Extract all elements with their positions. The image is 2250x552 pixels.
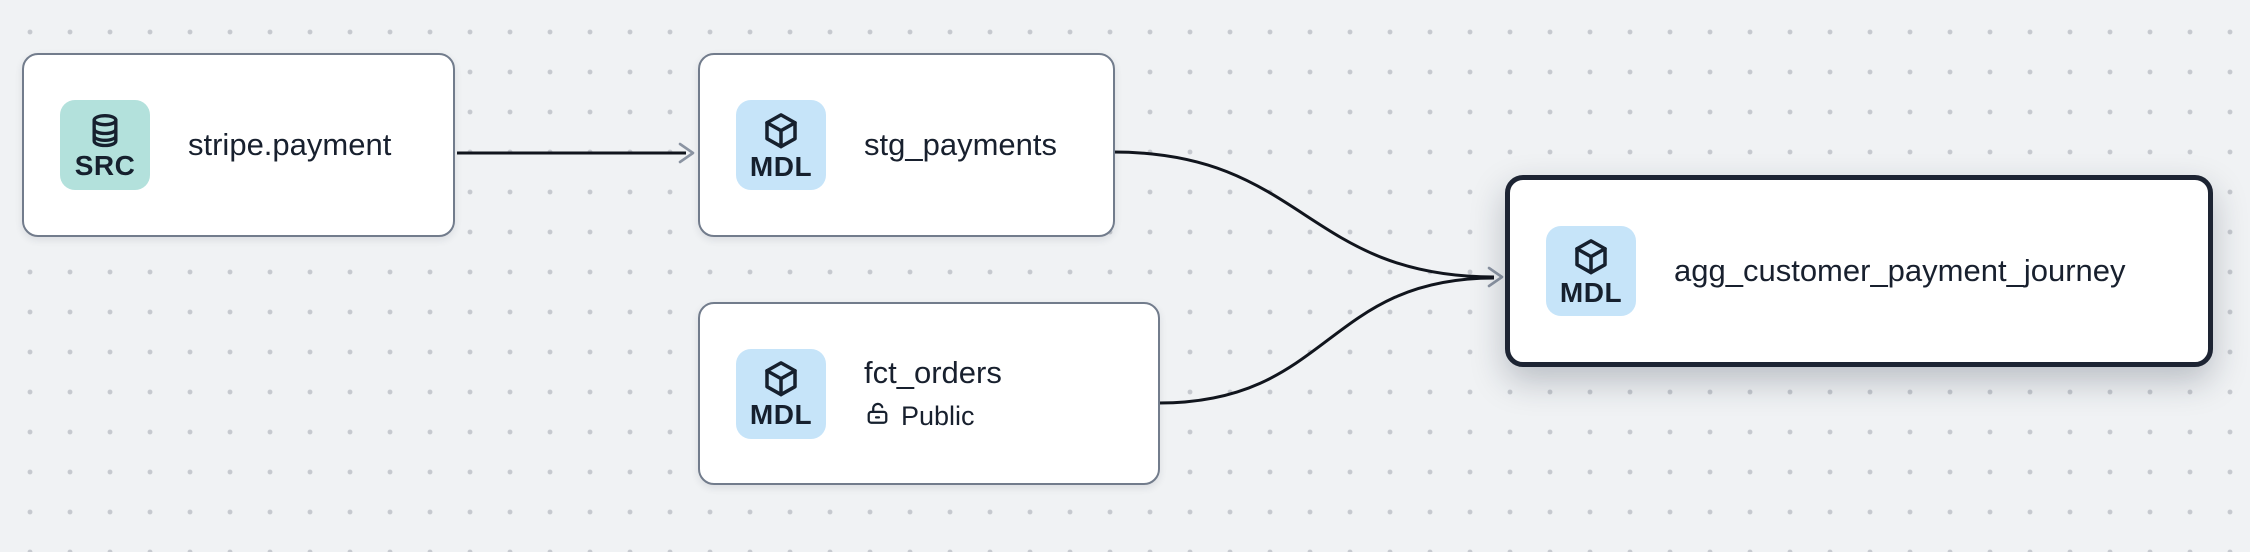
node-title: agg_customer_payment_journey (1674, 253, 2126, 289)
node-title: fct_orders (864, 354, 1002, 390)
lock-open-icon (864, 400, 891, 432)
mdl-badge: MDL (736, 348, 826, 439)
badge-label: MDL (1559, 276, 1623, 308)
cube-icon (759, 358, 803, 400)
node-title: stripe.payment (188, 127, 392, 163)
arrowhead-icon (678, 142, 695, 164)
node-title: stg_payments (864, 127, 1057, 163)
visibility-label: Public (901, 400, 975, 431)
src-badge: SRC (60, 100, 150, 190)
mdl-badge: MDL (1546, 226, 1636, 316)
node-stripe-payment[interactable]: SRC stripe.payment (22, 53, 455, 237)
mdl-badge: MDL (736, 100, 826, 190)
arrowhead-icon (1487, 266, 1504, 288)
database-icon (84, 111, 126, 151)
cube-icon (759, 110, 803, 152)
badge-label: MDL (749, 399, 813, 430)
visibility-row: Public (864, 400, 1002, 432)
badge-label: SRC (74, 149, 136, 181)
node-agg-customer-payment-journey[interactable]: MDL agg_customer_payment_journey (1505, 175, 2213, 367)
node-fct-orders[interactable]: MDL fct_orders Public (698, 302, 1160, 485)
node-stg-payments[interactable]: MDL stg_payments (698, 53, 1115, 237)
edge-stg-payments-to-agg[interactable] (1112, 150, 1495, 279)
cube-icon (1569, 236, 1613, 278)
edge-fct-orders-to-agg[interactable] (1158, 276, 1495, 405)
badge-label: MDL (749, 150, 813, 182)
